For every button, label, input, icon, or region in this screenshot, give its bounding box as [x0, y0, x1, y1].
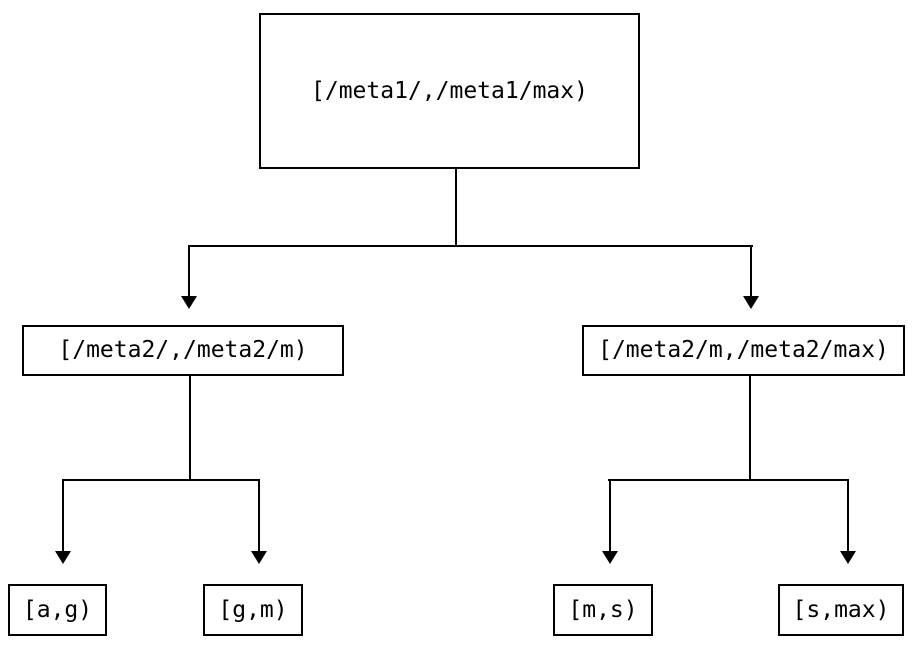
- connector-level1-left-drop: [188, 245, 190, 297]
- arrow-down-icon: [181, 296, 197, 309]
- connector-right-bar: [608, 479, 849, 481]
- connector-left-bar: [62, 479, 260, 481]
- leaf-s-max: [s,max): [778, 584, 904, 636]
- leaf-g-m: [g,m): [203, 584, 303, 636]
- node-meta2-right: [/meta2/m,/meta2/max): [582, 325, 905, 376]
- arrow-down-icon: [743, 296, 759, 309]
- leaf-a-g: [a,g): [8, 584, 107, 636]
- node-meta2-left: [/meta2/,/meta2/m): [22, 325, 344, 376]
- leaf-m-s: [m,s): [553, 584, 653, 636]
- connector-leaf-gm-drop: [258, 479, 260, 551]
- connector-right-stem: [749, 376, 751, 481]
- connector-level1-right-drop: [750, 245, 752, 297]
- arrow-down-icon: [602, 551, 618, 564]
- arrow-down-icon: [251, 551, 267, 564]
- arrow-down-icon: [840, 551, 856, 564]
- connector-level1-bar: [188, 245, 753, 247]
- arrow-down-icon: [55, 551, 71, 564]
- node-root: [/meta1/,/meta1/max): [259, 13, 640, 169]
- connector-leaf-ag-drop: [62, 479, 64, 551]
- connector-leaf-smax-drop: [847, 479, 849, 551]
- connector-root-stem: [455, 169, 457, 247]
- connector-left-stem: [189, 376, 191, 481]
- connector-leaf-ms-drop: [609, 479, 611, 551]
